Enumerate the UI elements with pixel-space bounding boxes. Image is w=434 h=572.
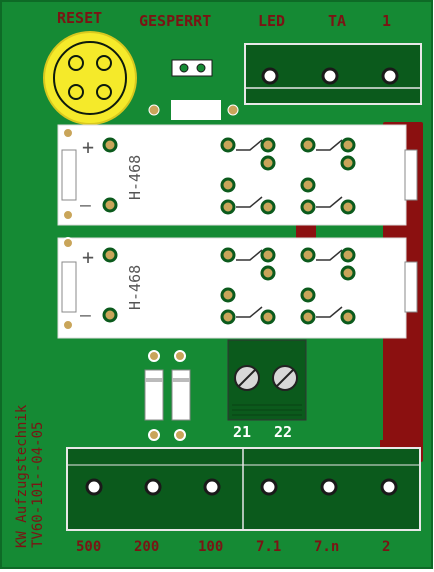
relay-1-model: H-468 — [126, 155, 144, 200]
board-id-label: TV60-101--04-05 — [30, 422, 46, 548]
relay-side-pads — [62, 127, 74, 331]
terminal-21-label: 21 — [233, 423, 251, 441]
relay-2-minus: — — [80, 305, 91, 326]
diode-2 — [171, 350, 191, 441]
gesperrt-label: GESPERRT — [139, 12, 211, 30]
relay-2 — [57, 237, 418, 339]
terminal-2-label: 2 — [382, 539, 390, 555]
top-terminal-block — [244, 43, 422, 105]
terminal-7-n-label: 7.n — [314, 539, 339, 555]
bottom-terminal-screws — [85, 478, 398, 496]
terminal-21-22 — [227, 339, 307, 421]
relay-2-plus: + — [82, 245, 94, 269]
relay-1-plus: + — [82, 135, 94, 159]
ta-label: TA — [328, 12, 346, 30]
resistor-footprint — [148, 100, 239, 120]
terminal-1-label: 1 — [382, 12, 391, 30]
relay-2-switch-symbols — [236, 249, 343, 318]
terminal-200-label: 200 — [134, 539, 159, 555]
reset-button[interactable] — [43, 31, 137, 125]
top-terminal-screws — [261, 67, 399, 85]
relay-1-switch-symbols — [236, 139, 343, 208]
led-label: LED — [258, 12, 285, 30]
relay-2-pads — [102, 247, 356, 325]
relay-1 — [57, 124, 418, 226]
terminal-22-label: 22 — [274, 423, 292, 441]
diode-1 — [144, 350, 164, 441]
bottom-terminal-block — [66, 447, 421, 531]
reset-button-pads — [68, 55, 112, 100]
terminal-100-label: 100 — [198, 539, 223, 555]
led-footprint — [171, 59, 213, 77]
relay-2-model: H-468 — [126, 265, 144, 310]
manufacturer-label: KW Aufzugstechnik — [14, 404, 30, 548]
reset-label: RESET — [57, 9, 102, 27]
relay-1-minus: — — [80, 195, 91, 216]
relay-1-pads — [102, 137, 356, 215]
terminal-7-1-label: 7.1 — [256, 539, 281, 555]
terminal-500-label: 500 — [76, 539, 101, 555]
